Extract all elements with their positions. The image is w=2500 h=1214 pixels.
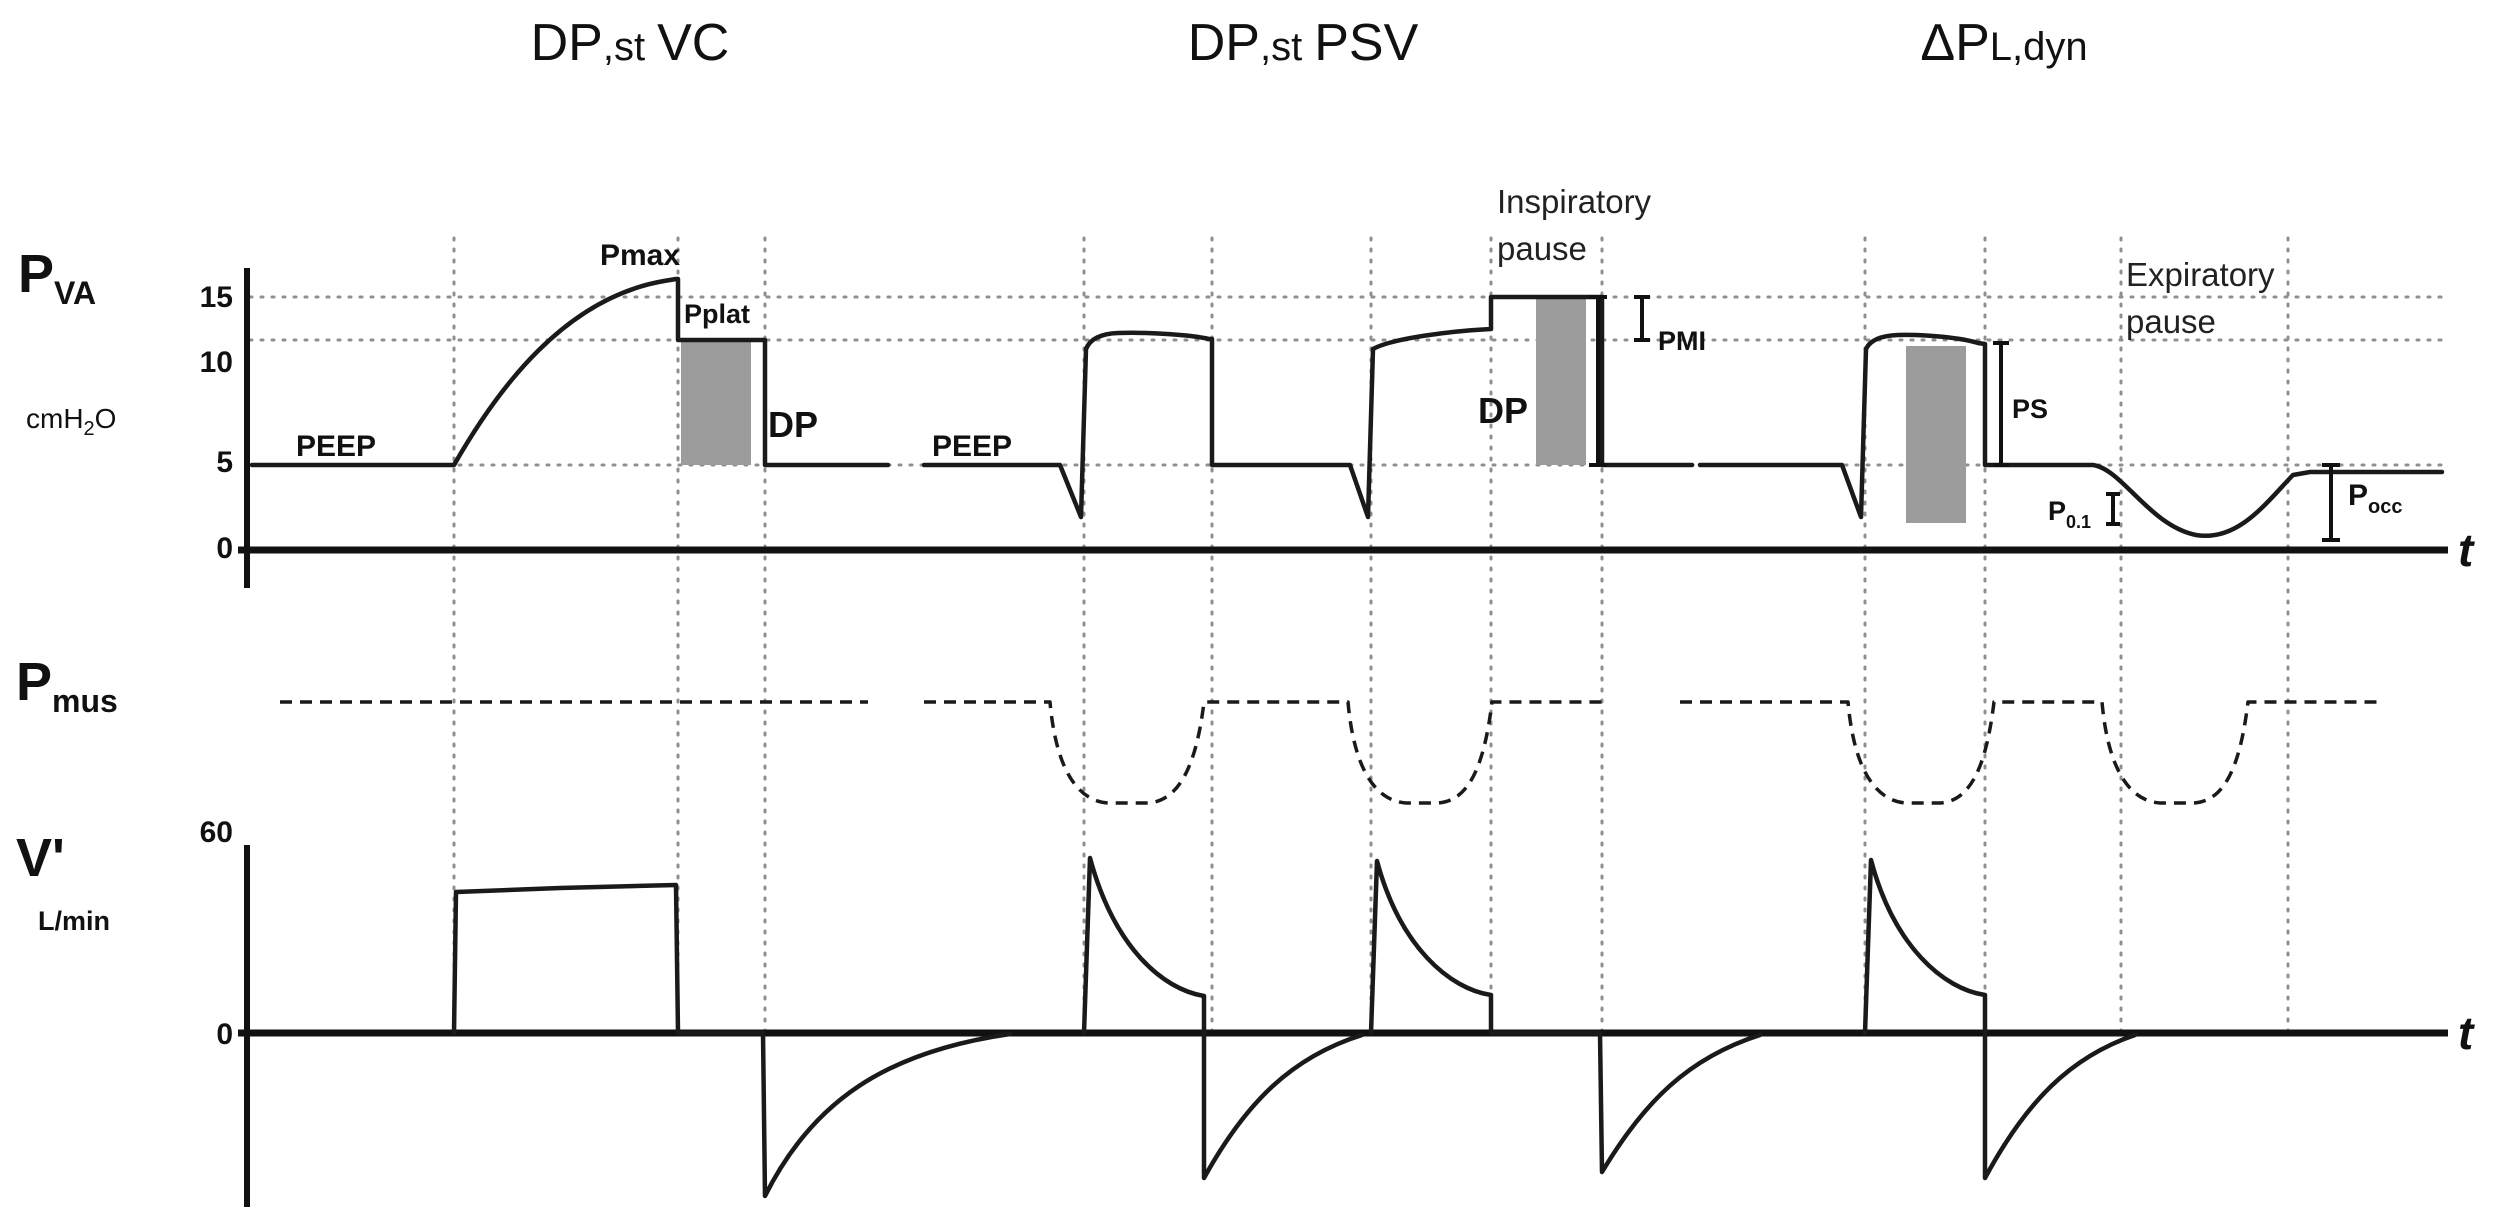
pocc-label: Pocc [2348,479,2402,518]
title2-sub: ,st [1260,25,1302,69]
peep-label-vc: PEEP [296,430,376,463]
expiratory-pause-line2: pause [2126,303,2216,340]
pva-main: P [18,244,54,304]
pmus-sub: mus [52,683,118,719]
pressure-trace-vc [249,276,891,468]
p01-label: P0.1 [2048,496,2091,532]
title1-tail: VC [657,14,729,72]
pmi-bracket [1634,295,1650,342]
pmus-axis-labels: Pmus [16,652,118,719]
units-cmh: cmH [26,403,84,434]
flow-tick-0: 0 [216,1018,233,1051]
flow-axis-label: V' [16,828,65,888]
flow-trace-psv [1081,855,1763,1181]
pressure-units-label: cmH2O [26,403,116,440]
pplat-label: Pplat [684,299,750,329]
pressure-tick-5: 5 [216,446,233,479]
pmus-main: P [16,652,52,712]
measurement-brackets [1589,295,2340,542]
flow-time-label: t [2458,1007,2475,1059]
flow-trace-pl-dyn [1862,857,2138,1181]
pressure-axis-labels: PVA cmH2O 15 10 5 0 t [18,244,2475,576]
title-dp-st-vc: DP,st VC [531,14,730,72]
title1-sub: ,st [603,25,645,69]
pressure-trace-pl-dyn [1697,332,2445,539]
pmax-label: Pmax [600,239,680,272]
p01-sub: 0.1 [2066,512,2091,532]
dpl-shaded-area [1906,346,1966,523]
pmus-axis-label: Pmus [16,652,118,719]
units-o: O [95,403,117,434]
title2-main: DP [1188,14,1260,72]
p01-bracket [2106,492,2120,526]
ps-bracket [1993,341,2009,467]
pressure-time-label: t [2458,524,2475,576]
pmus-trace-psv [924,700,1608,805]
pressure-tick-10: 10 [200,346,233,379]
title2-tail: PSV [1314,14,1418,72]
dp-shaded-area-psv [1536,298,1586,465]
pva-axis-label: PVA [18,244,96,311]
pmus-trace-pl-dyn [1680,700,2380,805]
inspiratory-pause-line2: pause [1497,230,1587,267]
ps-label: PS [2012,394,2048,424]
axes [238,268,2448,1207]
title-dpl-dyn: ΔPL,dyn [1920,14,2087,72]
expiratory-pause-line1: Expiratory [2126,256,2275,293]
flow-trace-vc [451,882,1013,1199]
dp-bracket-psv [1589,295,1607,467]
title-dp-st-psv: DP,st PSV [1188,14,1419,72]
pmus-traces [280,700,2380,805]
title3-main: ΔP [1920,14,1989,72]
pocc-main: P [2348,479,2368,512]
flow-axis-labels: V' 60 L/min 0 t [16,816,2475,1059]
pressure-trace-psv [921,294,1695,520]
pressure-traces [249,276,2445,539]
dp-label-vc: DP [768,404,818,445]
horizontal-gridlines [248,295,2450,467]
flow-units-label: L/min [38,906,110,936]
title1-main: DP [531,14,603,72]
inspiratory-pause-line1: Inspiratory [1497,183,1652,220]
peep-label-psv: PEEP [932,430,1012,463]
pocc-bracket [2322,463,2340,542]
p01-main: P [2048,496,2066,526]
flow-tick-60: 60 [200,816,233,849]
pressure-tick-0: 0 [216,532,233,565]
pressure-tick-15: 15 [200,281,233,314]
title3-sub: L,dyn [1990,25,2088,69]
units-2: 2 [84,418,95,440]
dp-label-psv: DP [1478,390,1528,431]
pmi-label: PMI [1658,326,1706,356]
dp-shaded-area-vc [681,341,751,465]
pva-sub: VA [54,275,96,311]
shaded-driving-pressure-areas [681,298,1966,523]
pocc-sub: occ [2368,496,2402,518]
waveform-annotations: PEEP Pmax Pplat DP PEEP Inspiratory paus… [296,183,2402,532]
flow-traces [451,855,2138,1199]
